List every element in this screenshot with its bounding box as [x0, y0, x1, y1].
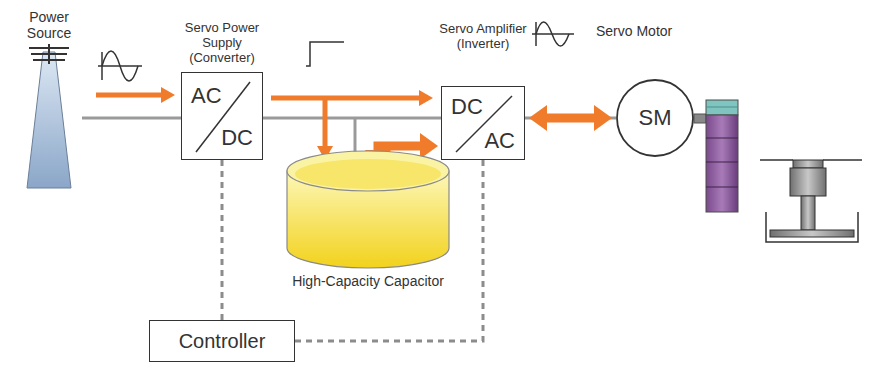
connector [529, 105, 612, 131]
connector-line [96, 93, 162, 98]
converter-box: Servo Power Supply (Converter)ACDC [181, 72, 263, 160]
connector-line [221, 160, 224, 320]
connector [271, 90, 433, 106]
power-source: Power Source [16, 44, 82, 188]
node-label: Servo Amplifier (Inverter) [421, 21, 545, 51]
connector-line [323, 98, 328, 147]
connector [222, 160, 223, 320]
arrowhead [594, 105, 612, 131]
gear-stack [694, 100, 738, 212]
capacitor: High-Capacity Capacitor [286, 150, 450, 268]
capacitor-cylinder [286, 150, 450, 268]
arrowhead [529, 105, 547, 131]
servo-motor: Servo MotorSM [616, 79, 694, 157]
arrowhead [419, 90, 433, 106]
connector-line [271, 96, 420, 101]
dc-waveform-icon [306, 42, 344, 66]
node-label: Power Source [18, 9, 80, 41]
arrowhead [161, 87, 175, 103]
box-text: AC [484, 128, 515, 153]
node-label: Servo Power Supply (Converter) [176, 20, 268, 65]
controller-box: Controller [149, 320, 295, 362]
motor-text: SM [639, 105, 672, 130]
box-text: Controller [179, 330, 266, 353]
connector [317, 98, 333, 160]
power-tower-icon [16, 44, 82, 188]
box-text: DC [221, 125, 253, 150]
inverter-box: Servo Amplifier (Inverter)DCAC [441, 86, 525, 160]
box-text: DC [451, 94, 483, 119]
ac-waveform-icon [98, 51, 142, 81]
node-label: Servo Motor [596, 23, 672, 39]
press-machine [760, 160, 862, 242]
arrowhead [420, 133, 438, 159]
box-text: AC [191, 83, 222, 108]
connector [96, 87, 175, 103]
connector-line [546, 114, 595, 123]
ac-waveform-icon [532, 22, 574, 46]
node-label: High-Capacity Capacitor [292, 273, 444, 289]
